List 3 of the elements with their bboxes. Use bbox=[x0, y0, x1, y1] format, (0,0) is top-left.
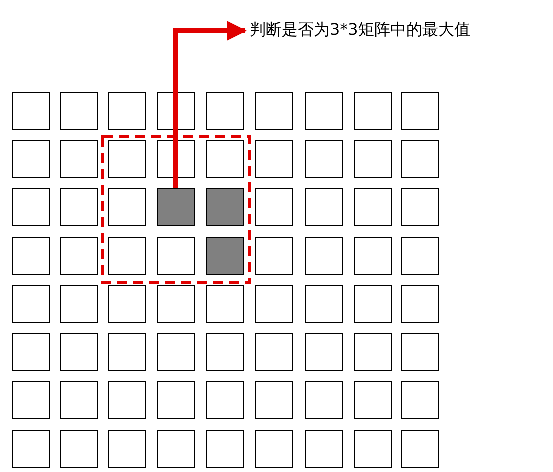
shaded-cell bbox=[157, 188, 195, 226]
annotation-text: 判断是否为3*3矩阵中的最大值 bbox=[250, 20, 470, 41]
bent-arrow bbox=[174, 21, 247, 188]
